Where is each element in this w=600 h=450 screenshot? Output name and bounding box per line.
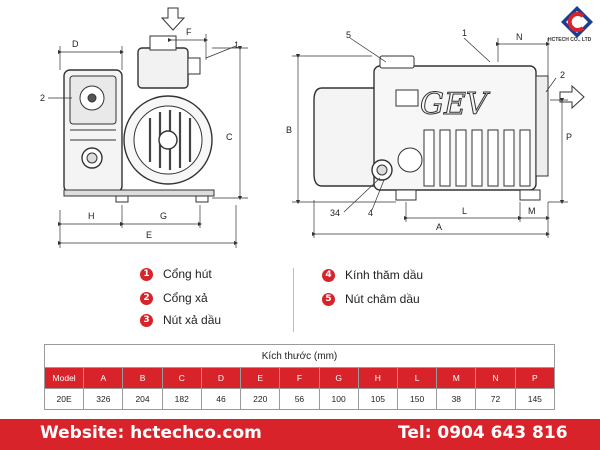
table-header-cell: N <box>475 367 516 389</box>
front-dim-c: C <box>226 132 233 142</box>
front-callout-1: 1 <box>234 40 239 50</box>
front-callout-2: 2 <box>40 93 45 103</box>
legend-item-oil-fill: 5 Nút châm dầu <box>322 292 420 306</box>
side-callout-4: 4 <box>368 208 373 218</box>
front-dim-h: H <box>88 211 95 221</box>
table-cell: 150 <box>396 388 438 410</box>
table-cell: 105 <box>357 388 398 410</box>
legend-number-badge: 2 <box>140 291 153 305</box>
table-title: Kích thước (mm) <box>44 344 555 368</box>
table-header-cell: B <box>122 367 163 389</box>
table-header-cell: H <box>357 367 398 389</box>
legend-number-badge: 4 <box>322 268 335 282</box>
contact-footer: Website: hctechco.com Tel: 0904 643 816 <box>0 419 600 450</box>
table-header-cell: E <box>240 367 281 389</box>
table-cell: 100 <box>318 388 359 410</box>
side-dim-l: L <box>462 206 467 216</box>
legend-number-badge: 5 <box>322 292 335 306</box>
table-title-row: Kích thước (mm) <box>44 344 555 368</box>
website-link[interactable]: Website: hctechco.com <box>40 423 262 443</box>
legend-number-badge: 1 <box>140 267 153 281</box>
side-view <box>313 55 585 201</box>
side-dim-a: A <box>436 222 442 232</box>
legend-item-oil-drain: 3 Nút xả dầu <box>140 313 221 327</box>
legend-label: Cổng hút <box>163 267 212 281</box>
table-header-cell: D <box>200 367 242 389</box>
table-header-cell: C <box>161 367 202 389</box>
legend-label: Cổng xả <box>163 291 208 305</box>
company-logo <box>557 4 597 48</box>
side-dim-m: M <box>528 206 536 216</box>
table-cell: 145 <box>514 388 556 410</box>
legend-label: Kính thăm dầu <box>345 268 424 282</box>
table-header-cell: P <box>514 367 556 389</box>
front-dim-f: F <box>186 27 192 37</box>
front-dim-e: E <box>146 230 152 240</box>
side-callout-1: 1 <box>462 28 467 38</box>
legend-label: Nút xả dầu <box>163 313 222 327</box>
side-dim-p: P <box>566 132 572 142</box>
table-cell: 46 <box>200 388 242 410</box>
dimension-table: Kích thước (mm) Model A B C D E F G H L … <box>43 344 556 410</box>
side-dim-b: B <box>286 125 292 135</box>
table-cell-model: 20E <box>43 388 85 410</box>
front-view <box>63 7 215 203</box>
legend-divider <box>293 268 294 332</box>
table-cell: 38 <box>436 388 477 410</box>
table-cell: 326 <box>83 388 124 410</box>
table-header-cell: G <box>318 367 359 389</box>
table-header-row: Model A B C D E F G H L M N P <box>43 367 556 389</box>
front-dim-d: D <box>72 39 79 49</box>
table-cell: 204 <box>122 388 163 410</box>
table-header-cell: Model <box>43 367 85 389</box>
table-header-cell: F <box>279 367 320 389</box>
legend-item-outlet: 2 Cổng xả <box>140 291 208 305</box>
side-callout-5: 5 <box>346 30 351 40</box>
table-header-cell: A <box>83 367 124 389</box>
legend-item-inlet: 1 Cổng hút <box>140 267 212 281</box>
table-cell: 72 <box>475 388 516 410</box>
side-callout-34: 34 <box>330 208 340 218</box>
legend-number-badge: 3 <box>140 313 153 327</box>
table-cell: 56 <box>279 388 320 410</box>
table-header-cell: M <box>436 367 477 389</box>
company-name: HCTECH CO., LTD <box>548 37 592 43</box>
side-dim-n: N <box>516 32 523 42</box>
table-cell: 220 <box>240 388 281 410</box>
pump-dimension-drawings: D F C H G E 1 2 GEV <box>40 7 585 248</box>
phone-number[interactable]: Tel: 0904 643 816 <box>398 423 568 443</box>
legend-item-sight-glass: 4 Kính thăm dầu <box>322 268 423 282</box>
legend-label: Nút châm dầu <box>345 292 420 306</box>
table-row: 20E 326 204 182 46 220 56 100 105 150 38… <box>43 388 556 410</box>
side-callout-2: 2 <box>560 70 565 80</box>
table-cell: 182 <box>161 388 202 410</box>
table-header-cell: L <box>396 367 438 389</box>
gev-logo: GEV <box>420 87 491 122</box>
front-dim-g: G <box>160 211 167 221</box>
